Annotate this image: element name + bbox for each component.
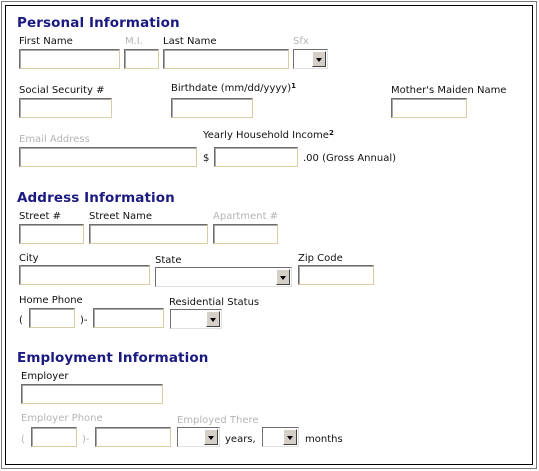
income-field[interactable] (214, 147, 298, 167)
residential-status-select[interactable] (170, 309, 222, 329)
phone-paren-open: ( (19, 315, 23, 326)
employment-info-heading: Employment Information (17, 350, 209, 366)
middle-initial-label: M.I. (125, 36, 143, 47)
chevron-down-icon[interactable] (206, 311, 220, 327)
footnote-2: 2 (328, 129, 334, 137)
employer-phone-area-field[interactable] (31, 427, 77, 447)
state-select[interactable] (155, 267, 292, 287)
last-name-label: Last Name (163, 36, 217, 47)
state-label: State (155, 255, 182, 266)
birthdate-label: Birthdate (mm/dd/yyyy)1 (171, 82, 297, 94)
email-label: Email Address (19, 134, 90, 145)
birthdate-field[interactable] (171, 98, 253, 118)
city-label: City (19, 253, 39, 264)
ssn-field[interactable] (19, 98, 112, 118)
employer-field[interactable] (21, 384, 163, 404)
chevron-down-icon[interactable] (283, 429, 297, 445)
suffix-label: Sfx (293, 36, 309, 47)
employed-months-select[interactable] (262, 427, 299, 447)
home-phone-label: Home Phone (19, 295, 83, 306)
chevron-down-icon[interactable] (312, 51, 326, 67)
footnote-1: 1 (291, 82, 297, 90)
chevron-down-icon[interactable] (276, 269, 290, 285)
birthdate-label-text: Birthdate (mm/dd/yyyy) (171, 83, 292, 94)
chevron-down-icon[interactable] (204, 429, 218, 445)
first-name-label: First Name (19, 36, 73, 47)
middle-initial-field[interactable] (124, 49, 159, 69)
years-text: years, (225, 434, 256, 445)
zip-label: Zip Code (298, 253, 343, 264)
income-label-text: Yearly Household Income (203, 130, 329, 141)
employed-there-label: Employed There (177, 415, 259, 426)
employed-years-select[interactable] (177, 427, 220, 447)
street-name-field[interactable] (89, 224, 208, 244)
apartment-field[interactable] (213, 224, 278, 244)
apartment-label: Apartment # (213, 211, 279, 222)
ssn-label: Social Security # (19, 85, 105, 96)
zip-field[interactable] (298, 265, 374, 285)
home-phone-number-field[interactable] (93, 308, 164, 328)
email-field[interactable] (19, 147, 197, 167)
suffix-select[interactable] (293, 49, 328, 69)
street-number-field[interactable] (19, 224, 84, 244)
street-name-label: Street Name (89, 211, 153, 222)
employer-phone-paren-open: ( (21, 434, 25, 445)
maiden-name-label: Mother's Maiden Name (391, 85, 507, 96)
dollar-sign: $ (203, 153, 210, 164)
employer-label: Employer (21, 371, 69, 382)
employer-phone-number-field[interactable] (95, 427, 171, 447)
gross-annual-text: .00 (Gross Annual) (303, 153, 397, 164)
address-info-heading: Address Information (17, 190, 175, 206)
months-text: months (305, 434, 343, 445)
first-name-field[interactable] (19, 49, 120, 69)
personal-info-heading: Personal Information (17, 15, 180, 31)
form-inner-border (5, 5, 533, 465)
phone-paren-close: )- (80, 315, 88, 326)
maiden-name-field[interactable] (391, 98, 467, 118)
income-label: Yearly Household Income2 (203, 129, 334, 141)
employer-phone-label: Employer Phone (21, 413, 103, 424)
last-name-field[interactable] (163, 49, 289, 69)
residential-status-label: Residential Status (169, 297, 260, 308)
employer-phone-paren-close: )- (82, 434, 90, 445)
street-number-label: Street # (19, 211, 61, 222)
home-phone-area-field[interactable] (29, 308, 75, 328)
city-field[interactable] (19, 265, 150, 285)
